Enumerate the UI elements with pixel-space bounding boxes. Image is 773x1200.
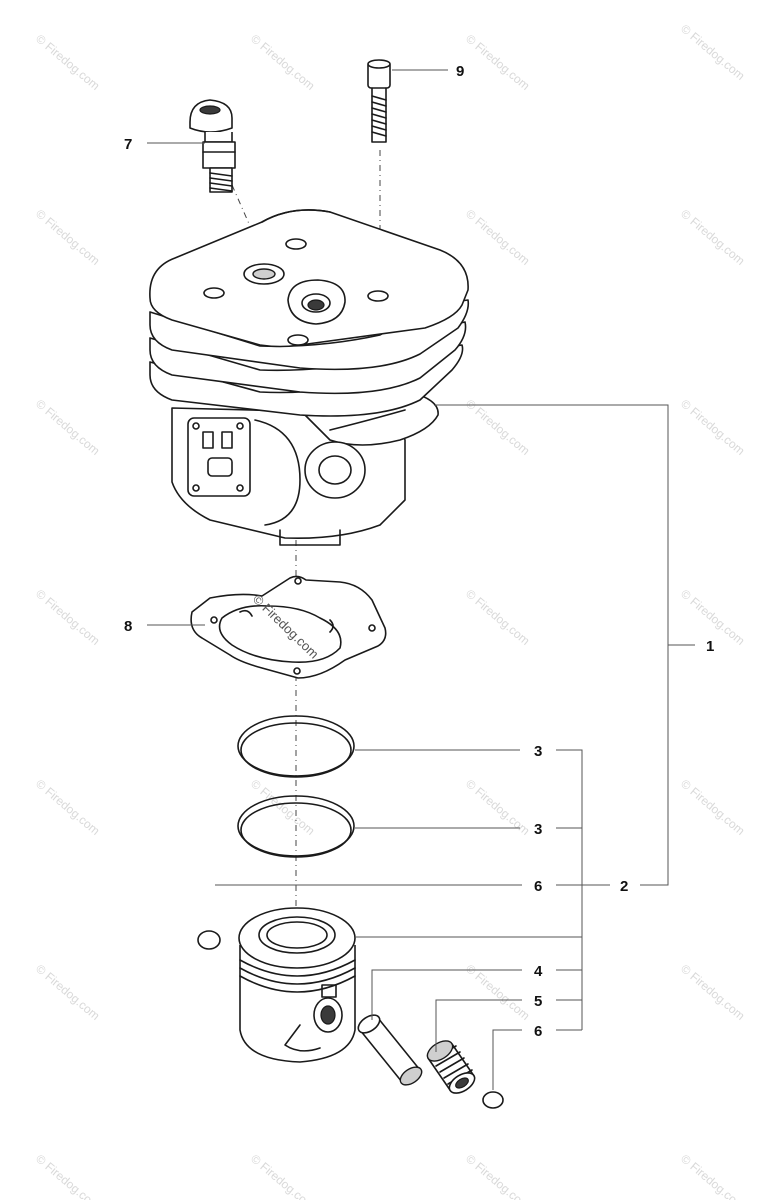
watermark: © Firedog.com [33,32,102,93]
watermark: © Firedog.com [678,777,747,838]
watermark: © Firedog.com [33,587,102,648]
callout-9: 9 [456,63,464,80]
circlip-right [482,1091,504,1109]
circlip-left [197,930,221,950]
watermark: © Firedog.com [33,207,102,268]
watermark: © Firedog.com [463,962,532,1023]
cylinder [149,209,470,546]
watermark: © Firedog.com [33,1152,102,1200]
piston-ring-lower [237,795,355,858]
watermark: © Firedog.com [33,397,102,458]
needle-bearing [426,1040,476,1094]
watermark: © Firedog.com [248,777,317,838]
watermark: © Firedog.com [463,777,532,838]
watermark-grid: © Firedog.com © Firedog.com © Firedog.co… [33,22,747,1200]
watermark: © Firedog.com [463,207,532,268]
watermark: © Firedog.com [678,1152,747,1200]
callout-4: 4 [534,963,543,980]
watermark: © Firedog.com [33,962,102,1023]
callout-labels: 9 7 8 1 3 3 6 2 4 5 6 [124,63,714,1040]
watermark: © Firedog.com [678,397,747,458]
cylinder-bolt [367,59,391,143]
watermark: © Firedog.com [678,962,747,1023]
callout-1: 1 [706,638,714,655]
watermark: © Firedog.com [463,32,532,93]
watermark: © Firedog.com [463,587,532,648]
cylinder-base-gasket [190,575,387,679]
callout-3-lower: 3 [534,821,542,838]
watermark: © Firedog.com [248,1152,317,1200]
decompression-valve [189,99,236,193]
watermark: © Firedog.com [33,777,102,838]
callout-6-upper: 6 [534,878,542,895]
piston-ring-upper [237,715,355,778]
callout-8: 8 [124,618,132,635]
callout-7: 7 [124,136,132,153]
piston [238,907,356,1063]
watermark: © Firedog.com [463,1152,532,1200]
piston-pin [357,1014,423,1086]
callout-3-upper: 3 [534,743,542,760]
callout-2: 2 [620,878,628,895]
watermark: © Firedog.com [678,207,747,268]
leader-lines [147,69,695,1090]
callout-6-lower: 6 [534,1023,542,1040]
watermark: © Firedog.com [248,32,317,93]
watermark: © Firedog.com [463,397,532,458]
watermark: © Firedog.com [678,22,747,83]
callout-5: 5 [534,993,542,1010]
